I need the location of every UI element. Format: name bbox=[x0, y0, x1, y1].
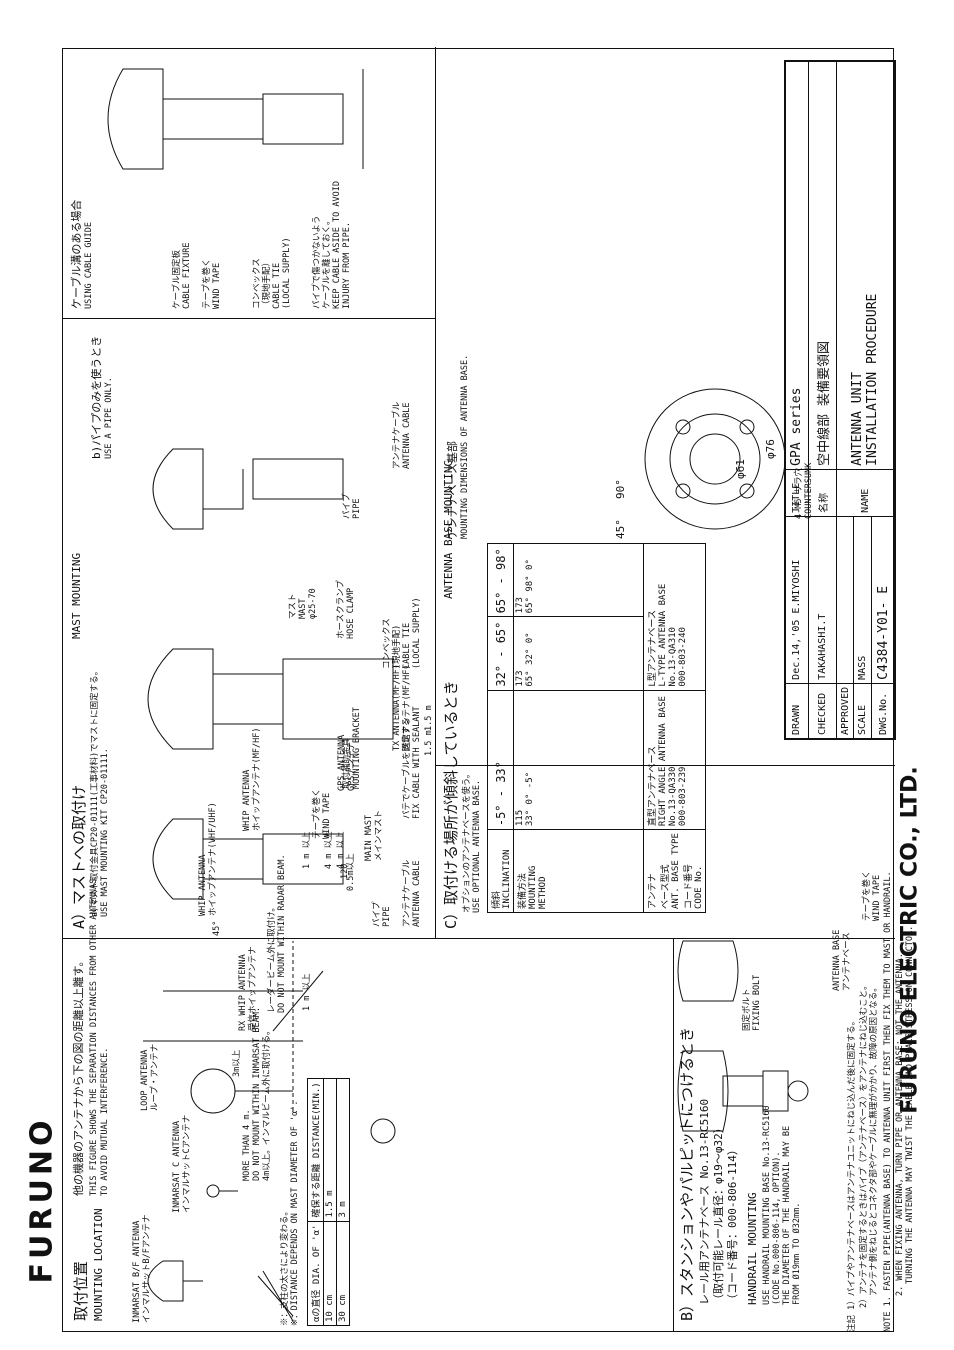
angle: 32° bbox=[525, 648, 535, 665]
antenna-base-diagram bbox=[644, 388, 786, 530]
tb-label: APPROVED bbox=[836, 683, 854, 739]
table-cell: -5° - 33° bbox=[487, 690, 514, 830]
inclined-title-jp: C）取付ける場所が傾斜しているとき bbox=[442, 680, 460, 929]
dim: 90° bbox=[614, 479, 627, 499]
table-header: 装備方法 bbox=[518, 872, 528, 909]
cable-guide-panel: ケーブル溝のある場合 USING CABLE GUIDE ケーブル固定板 CAB… bbox=[63, 47, 435, 319]
mounting-location-panel: 取付位置 MOUNTING LOCATION 他の機器のアンテナから下の図の距離… bbox=[63, 664, 673, 1331]
inclined-panel: C）取付ける場所が傾斜しているとき ANTENNA BASE MOUNTING … bbox=[435, 355, 895, 939]
note-jp: アンテナ側をねじるとコネクタ部やケーブルに無理がかかり、故障の原因となる。 bbox=[869, 983, 879, 1296]
table-cell: No.13-QA310 bbox=[668, 627, 678, 687]
tb-label: CHECKED bbox=[808, 683, 837, 739]
angle: 98° bbox=[525, 575, 535, 592]
angle: 65° bbox=[525, 597, 535, 614]
tb-name-jp: 装備要領図 bbox=[816, 340, 832, 406]
notes-block: 注記 1）パイプやアンテナベースはアンテナユニットにねじ込んだ後に固定する。 2… bbox=[847, 712, 918, 1332]
location-diagram bbox=[143, 941, 396, 1322]
tb-value: TAKAHASHI.T bbox=[808, 516, 837, 684]
table-header: MOUNTING bbox=[528, 865, 538, 909]
table-header: ANT. BASE TYPE bbox=[671, 833, 681, 909]
angle: -5° bbox=[525, 771, 535, 789]
dim: 173 bbox=[515, 670, 525, 687]
tb-title: GPA series bbox=[785, 61, 809, 470]
cable-guide-diagram bbox=[107, 68, 364, 170]
table-header: ベース型式 bbox=[661, 864, 671, 909]
tb-label: SCALE bbox=[857, 704, 869, 735]
dim: 173 bbox=[515, 597, 525, 614]
table-cell: RIGHT ANGLE ANTENNA BASE bbox=[658, 696, 668, 827]
notes-label: 注記 bbox=[847, 1314, 857, 1332]
tb-name: ANTENNA UNIT bbox=[850, 371, 866, 466]
table-header: アンテナ bbox=[648, 873, 658, 909]
angle: 0° bbox=[525, 793, 535, 805]
tb-label: TITLE bbox=[785, 469, 809, 517]
tb-name-jp: 空中線部 bbox=[816, 413, 832, 466]
tb-dwg: C4384-Y01- E bbox=[871, 516, 895, 684]
inclined-opt-en: USE OPTIONAL ANTENNA BASE. bbox=[472, 779, 482, 913]
tb-label: 名称 bbox=[808, 469, 837, 517]
table-cell: 000-803-240 bbox=[678, 627, 688, 687]
logo-text: FURUNO bbox=[24, 1116, 60, 1284]
drawing-sheet: 取付位置 MOUNTING LOCATION 他の機器のアンテナから下の図の距離… bbox=[62, 47, 895, 1332]
angle: 33° bbox=[525, 809, 535, 827]
note-en: NOTE 1. FASTEN PIPE(ANTENNA BASE) TO ANT… bbox=[883, 871, 893, 1332]
table-cell: L-TYPE ANTENNA BASE bbox=[658, 583, 668, 687]
angle: 0° bbox=[525, 559, 535, 570]
tb-label: MASS bbox=[857, 655, 869, 680]
handrail-diagram bbox=[677, 940, 809, 1132]
tb-label: NAME bbox=[836, 469, 895, 517]
title-block: DRAWN Dec.14,'05 E.MIYOSHI TITLE GPA ser… bbox=[784, 60, 896, 740]
table-cell: 直型アンテナベース bbox=[648, 745, 658, 827]
tb-label: DWG.No. bbox=[871, 683, 895, 739]
angle: 0° bbox=[525, 632, 535, 644]
table-cell: 000-803-239 bbox=[678, 766, 688, 827]
mast-mounting-panel: A）マストへの取付け MAST MOUNTING a)マスト取付金具CP20-0… bbox=[63, 319, 435, 939]
angle: 65° bbox=[525, 670, 535, 687]
furuno-logo: FURUNO bbox=[25, 1080, 60, 1320]
handrail-panel: B）スタンションやパルピットにつけるとき レール用アンテナベース No.13-R… bbox=[673, 871, 895, 1331]
table-header: 傾斜 bbox=[492, 890, 502, 909]
table-cell: L型アンテナベース bbox=[648, 610, 658, 687]
note-en: TURNING THE ANTENNA MAY TWIST THE CABLE … bbox=[905, 925, 915, 1284]
table-header: CODE No. bbox=[694, 865, 704, 909]
table-header: METHOD bbox=[538, 876, 548, 909]
table-cell: No.13-QA330 bbox=[668, 766, 678, 827]
tb-label: DRAWN bbox=[785, 683, 809, 739]
mast-diagram bbox=[147, 448, 394, 900]
table-header: INCLINATION bbox=[502, 849, 512, 909]
table-header: コード番号 bbox=[684, 863, 694, 909]
tb-name: INSTALLATION PROCEDURE bbox=[865, 293, 881, 466]
table-cell: 65° - 98° bbox=[487, 543, 514, 617]
base-title-jp: アンテナベース基部 bbox=[446, 440, 459, 539]
dim: 45° bbox=[614, 519, 627, 539]
table-cell: 32° - 65° bbox=[487, 616, 514, 691]
note-jp: 1）パイプやアンテナベースはアンテナユニットにねじ込んだ後に固定する。 bbox=[847, 1016, 857, 1310]
base-title-en: MOUNTING DIMENSIONS OF ANTENNA BASE. bbox=[460, 354, 470, 539]
dim: 115 bbox=[515, 809, 525, 827]
tb-value: Dec.14,'05 E.MIYOSHI bbox=[785, 516, 809, 684]
